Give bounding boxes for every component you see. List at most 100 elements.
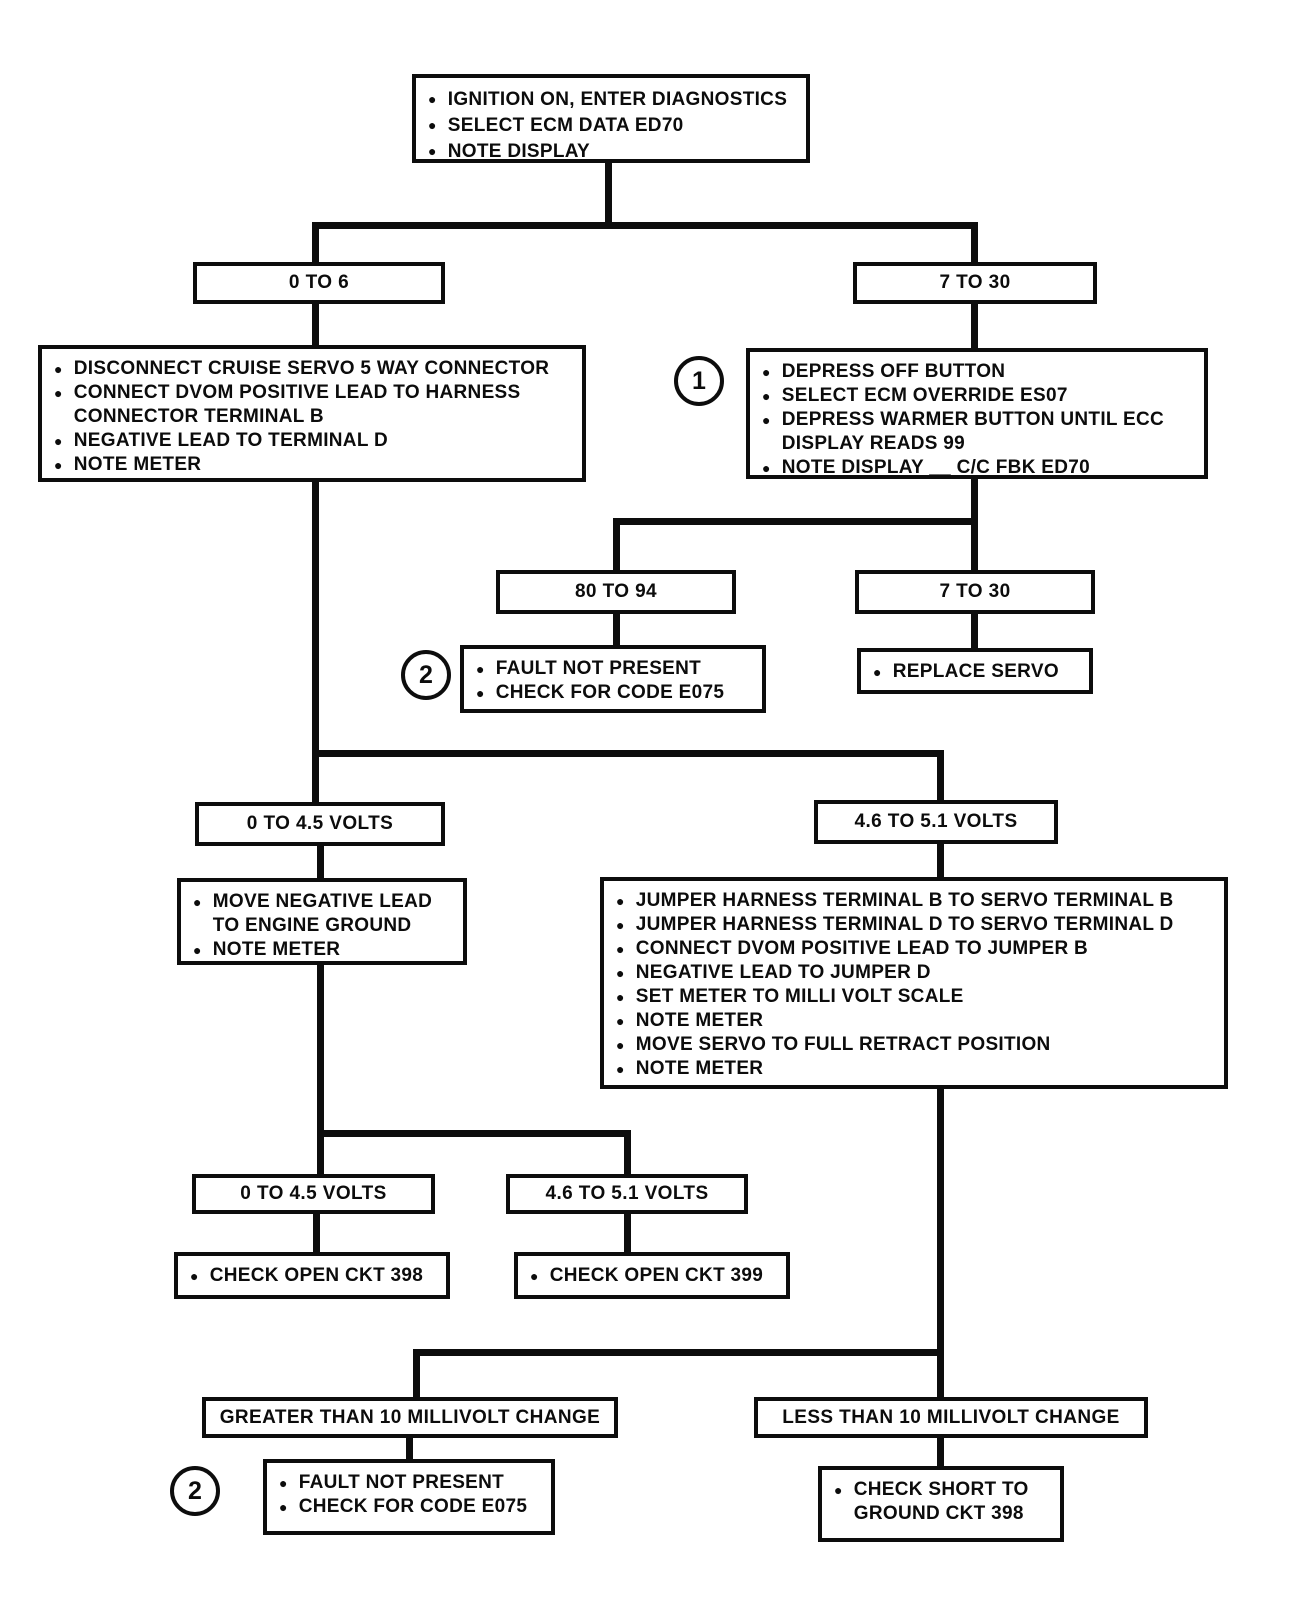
bullet-list: FAULT NOT PRESENTCHECK FOR CODE E075 xyxy=(267,1463,551,1525)
connector xyxy=(937,842,944,880)
branch-label-less-10mv: LESS THAN 10 MILLIVOLT CHANGE xyxy=(754,1397,1148,1438)
bullet-item: MOVE SERVO TO FULL RETRACT POSITION xyxy=(616,1033,1214,1057)
bullet-item: DEPRESS WARMER BUTTON UNTIL ECC DISPLAY … xyxy=(762,408,1194,456)
connector xyxy=(971,612,978,650)
step-badge-number: 2 xyxy=(419,660,433,689)
connector xyxy=(624,1130,631,1176)
bullet-list: REPLACE SERVO xyxy=(861,652,1089,690)
connector xyxy=(613,518,978,525)
branch-label-greater-10mv: GREATER THAN 10 MILLIVOLT CHANGE xyxy=(202,1397,618,1438)
step-badge-number: 1 xyxy=(692,366,706,395)
bullet-item: SELECT ECM OVERRIDE ES07 xyxy=(762,384,1194,408)
branch-label-80-to-94: 80 TO 94 xyxy=(496,570,736,614)
bullet-list: MOVE NEGATIVE LEAD TO ENGINE GROUNDNOTE … xyxy=(181,882,463,968)
connector xyxy=(613,518,620,572)
connector xyxy=(317,1130,631,1137)
connector xyxy=(312,750,944,757)
node-replace-servo: REPLACE SERVO xyxy=(857,648,1093,694)
bullet-item: DISCONNECT CRUISE SERVO 5 WAY CONNECTOR xyxy=(54,357,572,381)
step-badge-2-top: 2 xyxy=(401,650,451,700)
bullet-item: DEPRESS OFF BUTTON xyxy=(762,360,1194,384)
node-fault-not-present-bottom: FAULT NOT PRESENTCHECK FOR CODE E075 xyxy=(263,1459,555,1535)
bullet-list: IGNITION ON, ENTER DIAGNOSTICSSELECT ECM… xyxy=(416,78,806,171)
branch-label-0-to-45-volts: 0 TO 4.5 VOLTS xyxy=(195,802,445,846)
bullet-item: NEGATIVE LEAD TO TERMINAL D xyxy=(54,429,572,453)
branch-label-text: 7 TO 30 xyxy=(939,581,1011,602)
branch-label-text: 0 TO 4.5 VOLTS xyxy=(246,813,394,834)
connector xyxy=(313,1212,320,1254)
bullet-item: FAULT NOT PRESENT xyxy=(476,657,752,681)
node-ecm-override: DEPRESS OFF BUTTONSELECT ECM OVERRIDE ES… xyxy=(746,348,1208,479)
branch-label-text: 80 TO 94 xyxy=(574,581,658,602)
branch-label-46-to-51-volts-b: 4.6 TO 5.1 VOLTS xyxy=(506,1174,748,1214)
branch-label-7-to-30: 7 TO 30 xyxy=(853,262,1097,304)
bullet-list: DISCONNECT CRUISE SERVO 5 WAY CONNECTORC… xyxy=(42,349,582,483)
branch-label-text: 4.6 TO 5.1 VOLTS xyxy=(854,811,1018,832)
bullet-item: NOTE DISPLAY xyxy=(428,139,796,165)
bullet-list: JUMPER HARNESS TERMINAL B TO SERVO TERMI… xyxy=(604,881,1224,1087)
connector xyxy=(605,162,612,229)
bullet-item: MOVE NEGATIVE LEAD TO ENGINE GROUND xyxy=(193,890,453,938)
bullet-item: CHECK SHORT TO GROUND CKT 398 xyxy=(834,1478,1050,1526)
bullet-item: IGNITION ON, ENTER DIAGNOSTICS xyxy=(428,87,796,113)
branch-label-0-to-6: 0 TO 6 xyxy=(193,262,445,304)
node-fault-not-present-top: FAULT NOT PRESENTCHECK FOR CODE E075 xyxy=(460,645,766,713)
node-check-open-ckt-399: CHECK OPEN CKT 399 xyxy=(514,1252,790,1299)
bullet-item: NEGATIVE LEAD TO JUMPER D xyxy=(616,961,1214,985)
branch-label-46-to-51-volts: 4.6 TO 5.1 VOLTS xyxy=(814,800,1058,844)
bullet-list: FAULT NOT PRESENTCHECK FOR CODE E075 xyxy=(464,649,762,711)
connector xyxy=(937,1087,944,1399)
bullet-item: JUMPER HARNESS TERMINAL B TO SERVO TERMI… xyxy=(616,889,1214,913)
node-move-negative-lead: MOVE NEGATIVE LEAD TO ENGINE GROUNDNOTE … xyxy=(177,878,467,965)
connector xyxy=(971,477,978,525)
connector xyxy=(937,750,944,804)
step-badge-1: 1 xyxy=(674,356,724,406)
bullet-item: CHECK OPEN CKT 398 xyxy=(190,1264,436,1288)
step-badge-2-bottom: 2 xyxy=(170,1466,220,1516)
bullet-item: CONNECT DVOM POSITIVE LEAD TO JUMPER B xyxy=(616,937,1214,961)
node-check-open-ckt-398: CHECK OPEN CKT 398 xyxy=(174,1252,450,1299)
bullet-item: FAULT NOT PRESENT xyxy=(279,1471,541,1495)
node-check-short-ground-398: CHECK SHORT TO GROUND CKT 398 xyxy=(818,1466,1064,1542)
connector xyxy=(312,480,319,804)
connector xyxy=(413,1349,944,1356)
connector xyxy=(971,518,978,572)
bullet-list: CHECK SHORT TO GROUND CKT 398 xyxy=(822,1470,1060,1532)
bullet-list: DEPRESS OFF BUTTONSELECT ECM OVERRIDE ES… xyxy=(750,352,1204,486)
connector xyxy=(971,302,978,350)
bullet-item: CONNECT DVOM POSITIVE LEAD TO HARNESS CO… xyxy=(54,381,572,429)
node-disconnect-servo: DISCONNECT CRUISE SERVO 5 WAY CONNECTORC… xyxy=(38,345,586,482)
connector xyxy=(937,1436,944,1469)
bullet-item: NOTE METER xyxy=(54,453,572,477)
connector xyxy=(312,222,978,229)
connector xyxy=(613,612,620,647)
bullet-list: CHECK OPEN CKT 399 xyxy=(518,1256,786,1294)
bullet-item: NOTE DISPLAY __ C/C FBK ED70 xyxy=(762,456,1194,480)
connector xyxy=(413,1349,420,1399)
bullet-item: SELECT ECM DATA ED70 xyxy=(428,113,796,139)
step-badge-number: 2 xyxy=(188,1476,202,1505)
branch-label-text: GREATER THAN 10 MILLIVOLT CHANGE xyxy=(219,1406,601,1428)
connector xyxy=(317,844,324,880)
bullet-item: NOTE METER xyxy=(193,938,453,962)
connector xyxy=(312,302,319,347)
connector xyxy=(406,1436,413,1462)
bullet-item: REPLACE SERVO xyxy=(873,660,1079,684)
branch-label-7-to-30-servo: 7 TO 30 xyxy=(855,570,1095,614)
bullet-list: CHECK OPEN CKT 398 xyxy=(178,1256,446,1294)
connector xyxy=(971,222,978,264)
branch-label-0-to-45-volts-b: 0 TO 4.5 VOLTS xyxy=(192,1174,435,1214)
node-jumper-test: JUMPER HARNESS TERMINAL B TO SERVO TERMI… xyxy=(600,877,1228,1089)
branch-label-text: 0 TO 4.5 VOLTS xyxy=(240,1183,387,1204)
bullet-item: CHECK FOR CODE E075 xyxy=(476,681,752,705)
branch-label-text: LESS THAN 10 MILLIVOLT CHANGE xyxy=(782,1406,1120,1428)
bullet-item: JUMPER HARNESS TERMINAL D TO SERVO TERMI… xyxy=(616,913,1214,937)
node-start: IGNITION ON, ENTER DIAGNOSTICSSELECT ECM… xyxy=(412,74,810,163)
connector xyxy=(317,963,324,1176)
bullet-item: SET METER TO MILLI VOLT SCALE xyxy=(616,985,1214,1009)
connector xyxy=(624,1212,631,1254)
bullet-item: CHECK OPEN CKT 399 xyxy=(530,1264,776,1288)
bullet-item: NOTE METER xyxy=(616,1009,1214,1033)
bullet-item: NOTE METER xyxy=(616,1057,1214,1081)
